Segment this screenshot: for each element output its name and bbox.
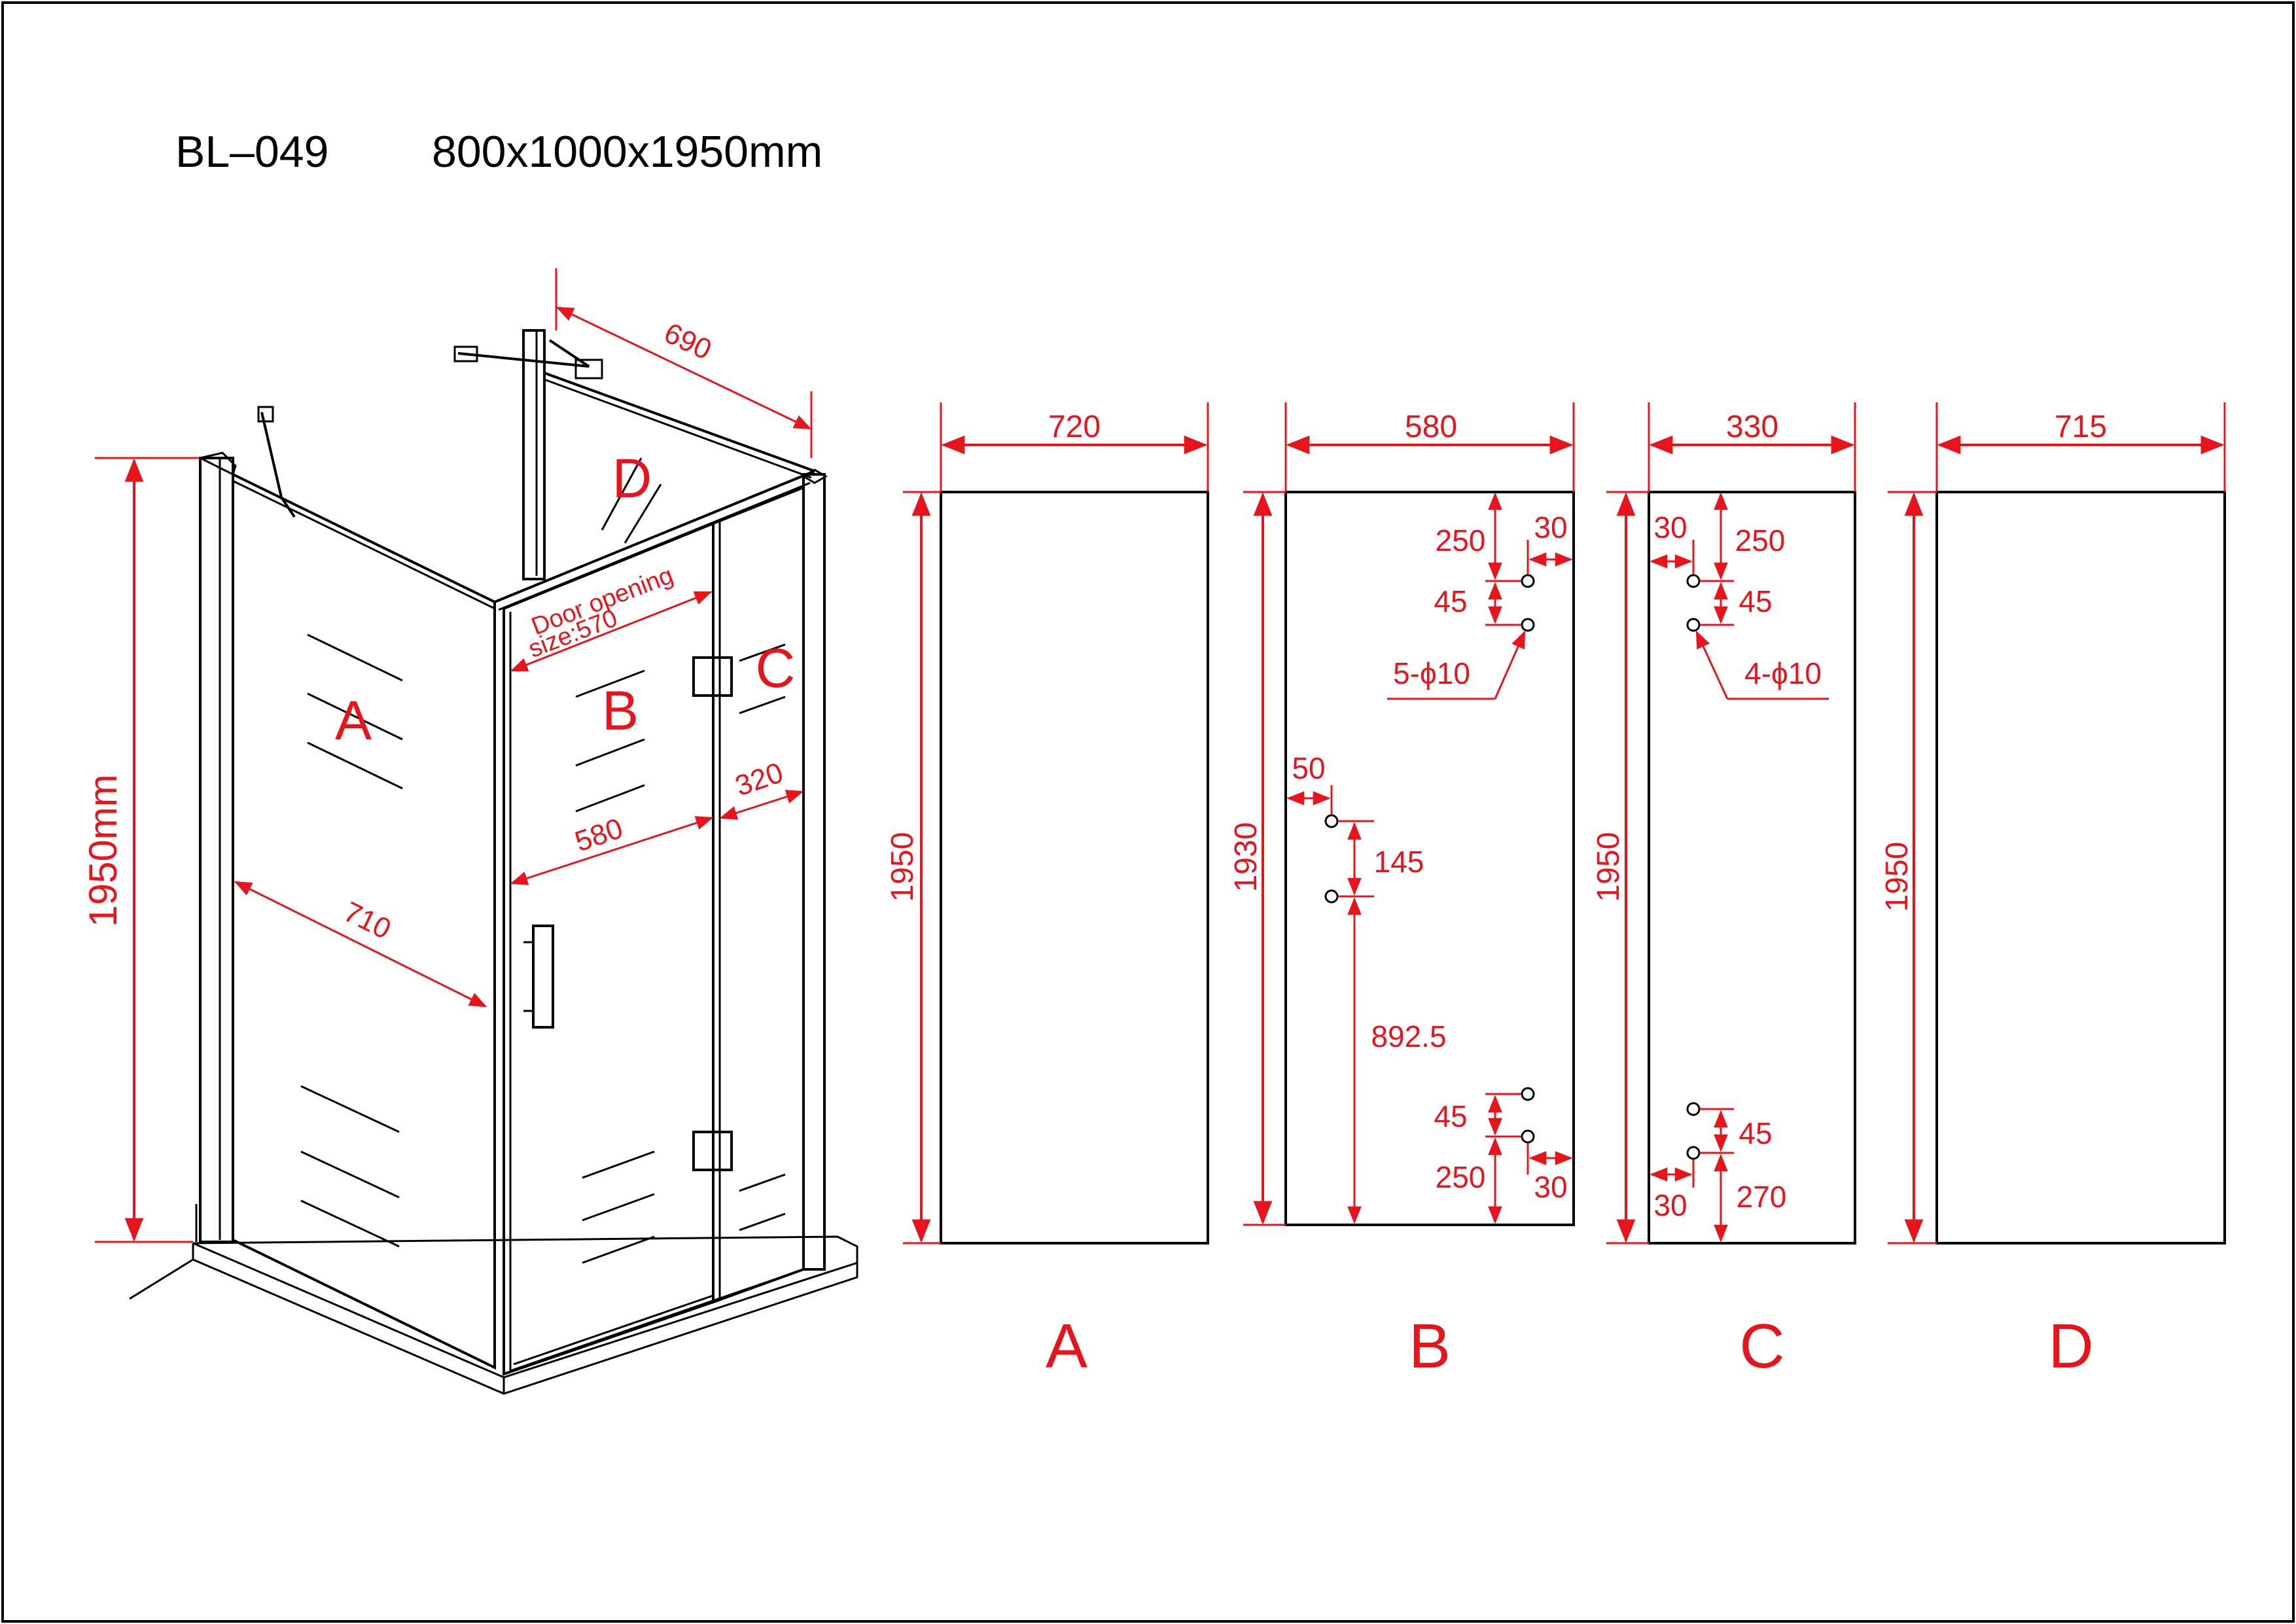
panel-C-top-30: 30 [1653, 510, 1687, 544]
panel-B-bot-30: 30 [1534, 1170, 1567, 1204]
enclosure-size: 800x1000x1950mm [432, 127, 822, 177]
panel-A-caption: A [1046, 1311, 1087, 1381]
panel-C-caption: C [1739, 1311, 1784, 1381]
panel-C-hole-1 [1686, 574, 1701, 588]
profile-cap [197, 451, 237, 476]
panel-B-outline [1284, 491, 1575, 1226]
panel-D-top-edge [544, 372, 815, 472]
panel-B-top-45: 45 [1434, 584, 1467, 618]
glass-reflection-marks [300, 457, 786, 1264]
model-number: BL–049 [175, 127, 328, 177]
panel-A-height: 1950 [885, 832, 920, 902]
panel-C-leader [1695, 630, 1729, 699]
panel-A-elevation: 720 1950 A [885, 402, 1209, 1381]
height-label: 1950mm [81, 774, 125, 927]
panel-B-left-50: 50 [1292, 751, 1325, 785]
dim-320-label: 320 [732, 756, 787, 802]
panel-C-hole-2 [1686, 618, 1701, 632]
corner-post [802, 473, 826, 1271]
dim-690-line [556, 306, 812, 430]
dim-710-line [234, 881, 487, 1008]
door-opening-line [510, 591, 713, 672]
panel-B-hole-1 [1521, 574, 1535, 588]
panel-C-top-45: 45 [1739, 584, 1772, 618]
panel-B-caption: B [1409, 1311, 1451, 1381]
panel-C-top-250: 250 [1735, 523, 1786, 557]
panel-C-bot-270: 270 [1737, 1180, 1787, 1214]
panel-C-glass [712, 485, 805, 1304]
bottom-seal-2 [513, 1294, 714, 1366]
panel-B-hole-6 [1521, 1129, 1535, 1144]
panel-C-outline [1648, 491, 1856, 1244]
isometric-enclosure: 1950mm 690 710 580 320 Door opening size… [81, 268, 858, 1395]
panel-C-elevation: 330 1950 30 250 45 4-ϕ10 45 30 270 C [1591, 402, 1856, 1381]
panel-B-bot-45: 45 [1434, 1099, 1467, 1133]
panel-A-outline [940, 491, 1209, 1244]
bottom-seal [510, 1268, 804, 1372]
panel-C-hole-4 [1686, 1146, 1701, 1160]
corner-cap [802, 468, 828, 484]
panel-B-top-250: 250 [1436, 523, 1486, 557]
panel-B-bot-250: 250 [1436, 1160, 1486, 1194]
panel-B-holes: 5-ϕ10 [1393, 656, 1470, 690]
panel-C-bot-45: 45 [1739, 1116, 1772, 1150]
panel-B-hole-4 [1324, 889, 1339, 904]
iso-panel-D: D [612, 448, 652, 509]
panel-D-height: 1950 [1880, 842, 1915, 912]
panel-C-hole-3 [1686, 1102, 1701, 1116]
dim-690-label: 690 [660, 317, 716, 366]
panel-A-width: 720 [1048, 410, 1101, 444]
panel-B-top-30: 30 [1534, 510, 1567, 544]
panel-B-hole-3 [1324, 814, 1339, 828]
stabiliser-back-clamp [453, 345, 478, 362]
panel-B-leader [1494, 630, 1526, 699]
panel-C-bot-30: 30 [1653, 1188, 1687, 1222]
tray-top [192, 1235, 858, 1379]
panel-D-top-edge-2 [544, 378, 812, 479]
panel-B-hole-5 [1521, 1087, 1535, 1101]
iso-panel-A: A [335, 690, 372, 751]
stabiliser-back-joint [574, 359, 603, 380]
door-handle [532, 925, 554, 1029]
panel-C-holes: 4-ϕ10 [1744, 656, 1822, 690]
panel-A-glass [232, 472, 496, 1370]
iso-panel-B: B [602, 680, 639, 741]
dim-580-label: 580 [571, 812, 627, 858]
wall-profile-left [199, 457, 234, 1243]
panel-A-top-edge [232, 480, 495, 610]
panel-B-mid-892: 892.5 [1371, 1019, 1446, 1053]
dim-580-line [510, 816, 714, 885]
panel-C-width: 330 [1726, 410, 1778, 444]
panel-B-hole-2 [1521, 618, 1535, 632]
floor-line [129, 1258, 194, 1300]
panel-C-height: 1950 [1591, 832, 1626, 902]
iso-panel-C: C [756, 637, 796, 699]
panel-B-height: 1930 [1229, 822, 1263, 892]
wall-profile-back [522, 329, 546, 580]
panel-D-width: 715 [2055, 410, 2107, 444]
top-rail [494, 470, 815, 603]
panel-D-outline [1935, 491, 2226, 1244]
panel-D-caption: D [2048, 1311, 2093, 1381]
dim-320-line [719, 790, 804, 820]
panel-D-elevation: 715 1950 D [1880, 402, 2226, 1381]
stabiliser-left-clamp [257, 406, 274, 423]
panel-B-elevation: 580 1930 250 45 30 5-ϕ10 50 145 892 [1229, 402, 1575, 1381]
panel-B-width: 580 [1405, 410, 1457, 444]
panel-B-mid-145: 145 [1374, 845, 1424, 879]
stabiliser-bar-left [260, 412, 296, 518]
